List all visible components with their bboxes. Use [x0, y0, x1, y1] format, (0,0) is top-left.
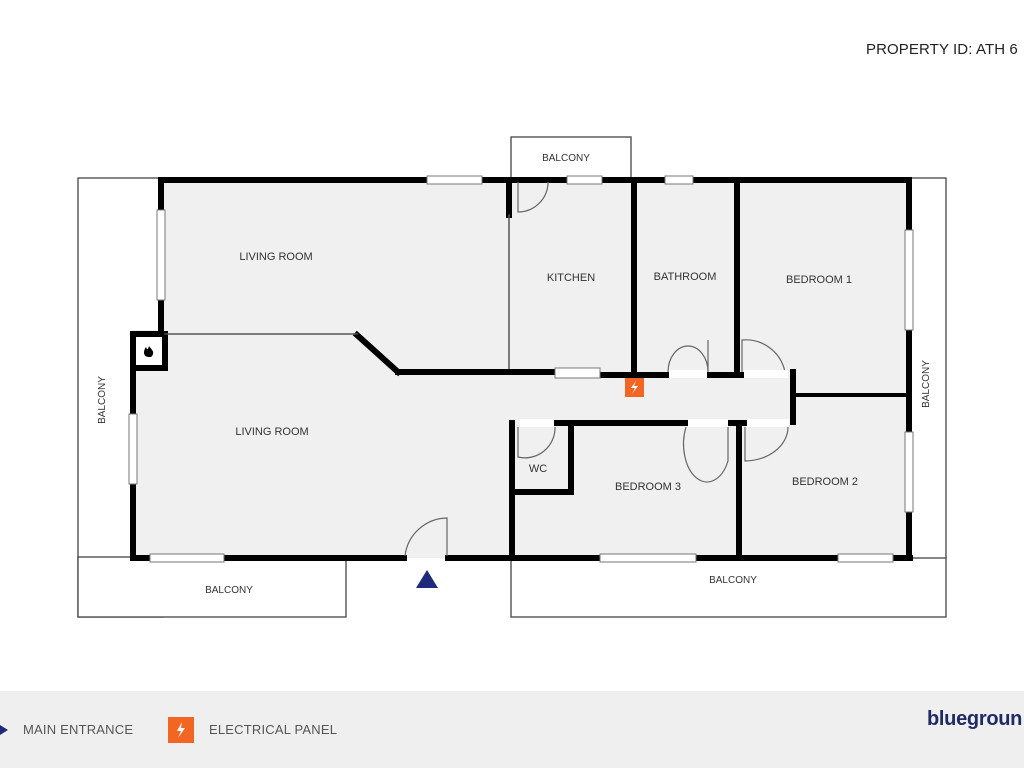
door-openings — [520, 370, 789, 427]
main-entrance-marker — [416, 570, 438, 588]
fireplace-icon — [144, 346, 154, 357]
balcony-labels: BALCONY BALCONY BALCONY BALCONY BALCONY — [97, 153, 932, 596]
main-entrance-arrow-icon — [0, 724, 8, 735]
room-label-living-room-upper: LIVING ROOM — [239, 251, 312, 263]
floor-plan: LIVING ROOM KITCHEN BATHROOM BEDROOM 1 L… — [77, 136, 947, 618]
legend-label-electrical-panel: ELECTRICAL PANEL — [209, 722, 338, 737]
balcony-label-top: BALCONY — [542, 153, 590, 164]
room-label-bedroom-1: BEDROOM 1 — [786, 274, 852, 286]
legend-item-main-entrance: MAIN ENTRANCE — [0, 691, 133, 768]
electrical-panel-icon — [168, 716, 194, 743]
legend-label-main-entrance: MAIN ENTRANCE — [23, 722, 134, 737]
balcony-label-right: BALCONY — [921, 360, 932, 408]
room-label-bedroom-2: BEDROOM 2 — [792, 476, 858, 488]
legend-footer: MAIN ENTRANCE ELECTRICAL PANEL bluegroun — [0, 691, 1024, 768]
balcony-label-bottom-right: BALCONY — [709, 575, 757, 586]
room-label-kitchen: KITCHEN — [547, 272, 595, 284]
room-label-wc: WC — [529, 463, 547, 475]
balcony-label-bottom-left: BALCONY — [205, 585, 253, 596]
legend-item-electrical-panel: ELECTRICAL PANEL — [168, 691, 337, 768]
room-labels: LIVING ROOM KITCHEN BATHROOM BEDROOM 1 L… — [235, 251, 858, 493]
windows — [128, 175, 914, 563]
room-label-bathroom: BATHROOM — [654, 271, 717, 283]
room-label-bedroom-3: BEDROOM 3 — [615, 481, 681, 493]
doors — [404, 181, 789, 557]
property-id: PROPERTY ID: ATH 6 — [866, 41, 1018, 58]
room-label-living-room-lower: LIVING ROOM — [235, 426, 308, 438]
brand-logo: bluegroun — [927, 708, 1023, 730]
balcony-label-left: BALCONY — [97, 376, 108, 424]
electrical-panel-icon — [625, 378, 644, 397]
